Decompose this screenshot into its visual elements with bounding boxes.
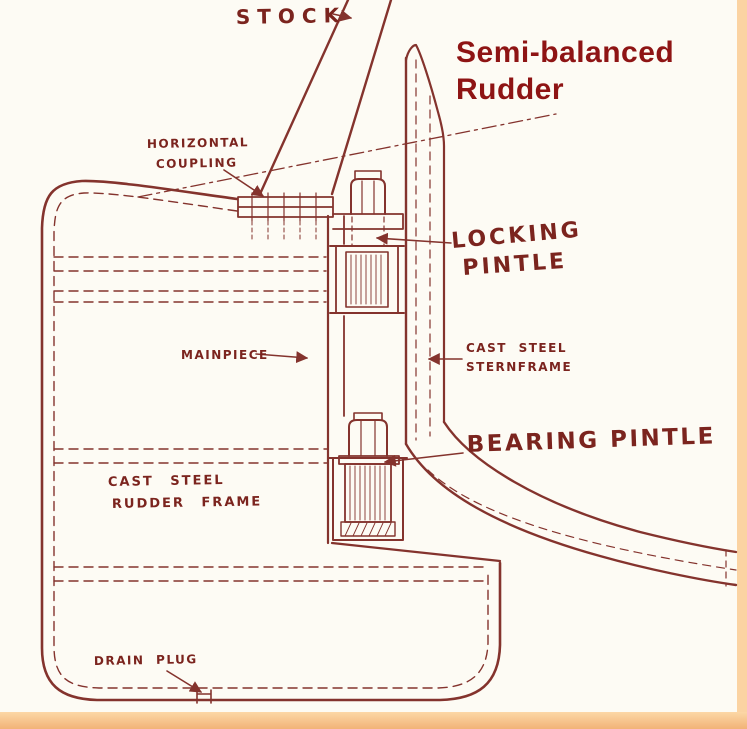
label-horizontal-coupling-line1: HORIZONTAL xyxy=(147,135,249,151)
locking-pintle-arrow xyxy=(375,232,452,245)
stock-arrow xyxy=(332,9,353,22)
rudder-frame-outline xyxy=(40,179,502,702)
locking-pintle-assembly xyxy=(329,170,405,314)
page-border-bottom xyxy=(0,712,747,729)
bearing-pintle-arrow xyxy=(383,452,464,467)
page-title-line1: Semi-balanced xyxy=(456,36,674,69)
coupling-arrow xyxy=(223,169,264,197)
horizontal-coupling-flange xyxy=(237,192,404,241)
drain-plug-arrow xyxy=(166,670,203,693)
label-drain-plug: DRAIN PLUG xyxy=(94,652,198,668)
rudder-stock xyxy=(258,0,393,196)
rudder-hidden-lines xyxy=(53,192,489,689)
label-mainpiece: MAINPIECE xyxy=(181,348,269,362)
label-bearing-pintle: BEARING PINTLE xyxy=(466,423,716,458)
scanned-paper xyxy=(0,0,737,712)
label-cast-steel-sternframe-line2: STERNFRAME xyxy=(466,360,572,374)
mainpiece-arrow xyxy=(255,351,309,364)
label-cast-steel-sternframe-line1: CAST STEEL xyxy=(466,341,567,355)
label-stock: STOCK xyxy=(236,3,347,29)
label-locking-pintle-line2: PINTLE xyxy=(462,249,568,281)
label-rudder-frame-line1: CAST STEEL xyxy=(108,473,225,490)
page-title-line2: Rudder xyxy=(456,73,564,106)
label-rudder-frame-line2: RUDDER FRAME xyxy=(112,494,263,512)
construction-centerline xyxy=(137,113,557,198)
label-horizontal-coupling-line2: COUPLING xyxy=(156,156,238,171)
bearing-pintle-assembly xyxy=(328,412,408,541)
sternframe xyxy=(404,43,446,446)
page-border-right xyxy=(737,0,747,712)
sternframe-shoe xyxy=(404,420,738,587)
